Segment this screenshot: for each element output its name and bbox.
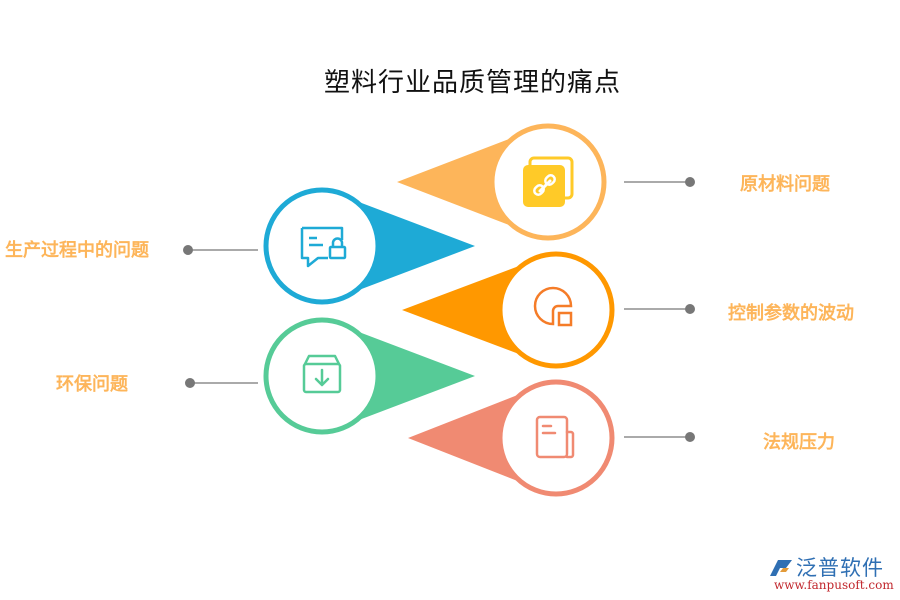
item-environmental — [185, 317, 475, 435]
document-icon — [535, 415, 575, 459]
item-raw-material — [397, 123, 695, 241]
link-document-icon — [523, 156, 574, 207]
item-control-parameters — [402, 251, 695, 369]
brand-url: www.fanpusoft.com — [774, 578, 894, 592]
label-production: 生产过程中的问题 — [5, 240, 149, 261]
label-environmental: 环保问题 — [56, 374, 128, 395]
brand-mark-icon — [770, 560, 792, 576]
label-control-parameters: 控制参数的波动 — [728, 303, 854, 324]
pie-chart-square-icon — [533, 286, 573, 327]
brand-name: 泛普软件 — [796, 556, 884, 580]
brand-logo: 泛普软件 www.fanpusoft.com — [766, 552, 896, 597]
item-production — [183, 187, 475, 305]
label-raw-material: 原材料问题 — [740, 174, 830, 195]
box-download-icon — [302, 354, 342, 394]
item-regulatory — [408, 379, 695, 497]
label-regulatory: 法规压力 — [763, 432, 835, 453]
message-lock-icon — [300, 226, 347, 268]
page-title: 塑料行业品质管理的痛点 — [323, 68, 621, 98]
